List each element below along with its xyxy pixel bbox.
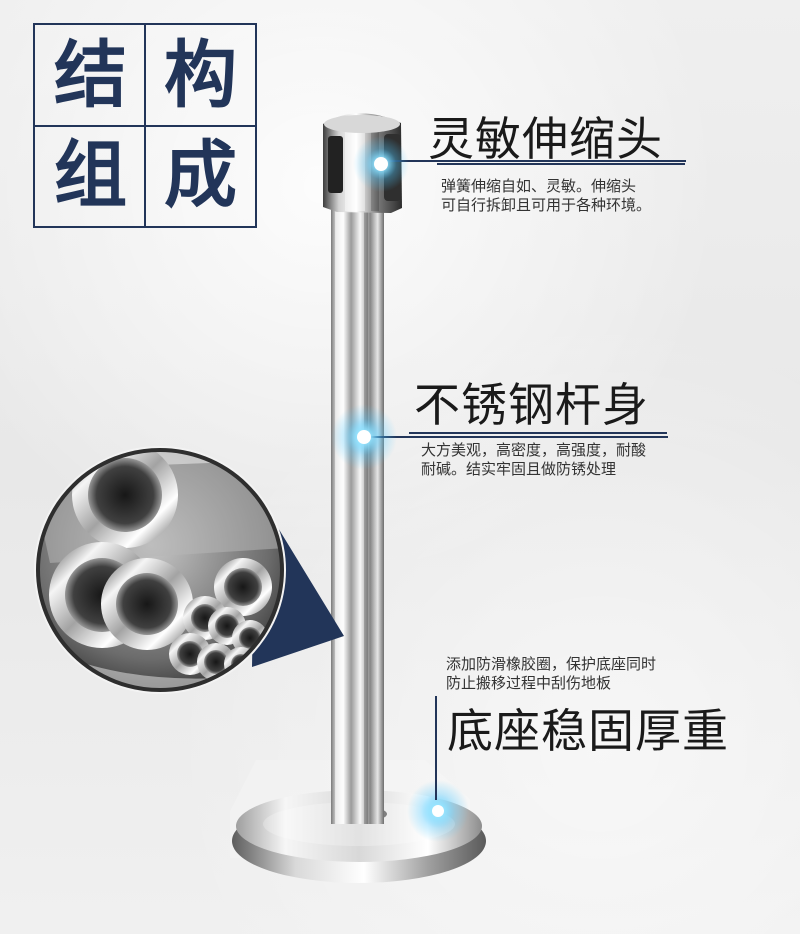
base-note-line: 防止搬移过程中刮伤地板 xyxy=(446,673,612,692)
steel-tubes-inset xyxy=(34,446,344,694)
body-callout-line: 耐碱。结实牢固且做防锈处理 xyxy=(421,459,617,478)
head-callout-title: 灵敏伸缩头 xyxy=(428,112,663,166)
body-callout-line: 大方美观，高密度，高强度，耐酸 xyxy=(421,441,647,459)
head-callout-line: 可自行拆卸且可用于各种环境。 xyxy=(441,195,652,214)
body-callout-underline xyxy=(409,432,667,434)
structure-title-grid: 结 构 组 成 xyxy=(33,23,257,228)
head-callout-underline xyxy=(437,163,685,165)
base-note-line: 添加防滑橡胶圈，保护底座同时 xyxy=(446,655,657,673)
base-callout-vertical-line xyxy=(435,696,437,800)
head-callout-line: 弹簧伸缩自如、灵敏。伸缩头 xyxy=(441,177,637,195)
title-char: 组 xyxy=(54,133,127,219)
stanchion-post xyxy=(230,113,486,883)
body-callout-title: 不锈钢杆身 xyxy=(414,378,649,432)
head-callout-description: 弹簧伸缩自如、灵敏。伸缩头 可自行拆卸且可用于各种环境。 xyxy=(441,177,651,215)
title-char: 构 xyxy=(164,32,237,118)
base-callout-title: 底座稳固厚重 xyxy=(447,704,729,758)
body-callout-description: 大方美观，高密度，高强度，耐酸 耐碱。结实牢固且做防锈处理 xyxy=(421,441,646,479)
base-callout-note: 添加防滑橡胶圈，保护底座同时 防止搬移过程中刮伤地板 xyxy=(446,655,656,693)
marker-glows xyxy=(331,136,469,842)
title-char: 成 xyxy=(164,133,237,219)
title-char: 结 xyxy=(54,32,127,118)
